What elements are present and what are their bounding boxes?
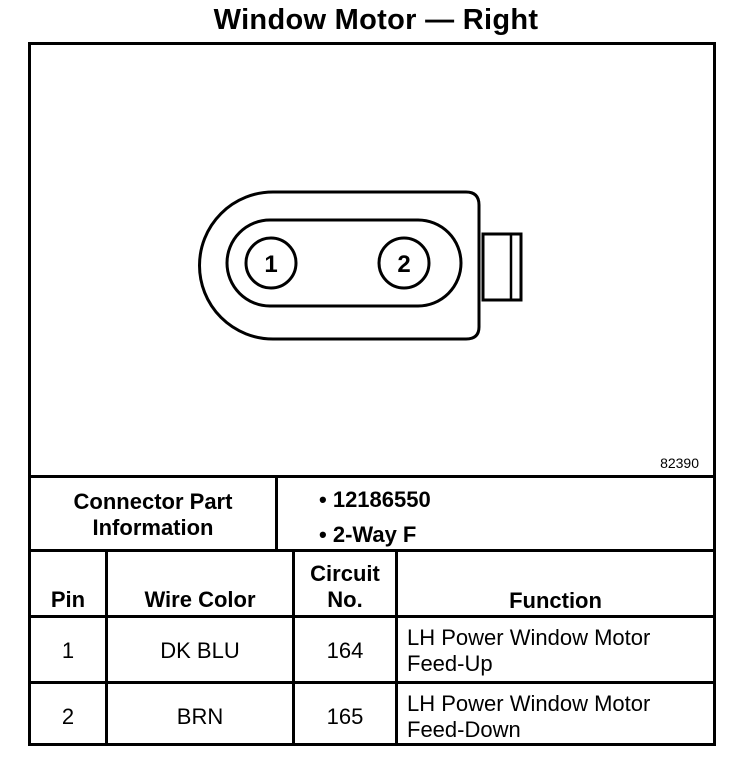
connector-type: 2-Way F [319,522,417,548]
divider-top [31,475,713,478]
page-title: Window Motor — Right [213,4,539,36]
connector-latch-tab [481,232,523,302]
header-pin: Pin [50,587,86,612]
connector-info-label: Connector Part Information [73,489,233,540]
divider-info [31,549,713,552]
pin-2-label: 2 [397,251,410,278]
header-circuit-no: Circuit No. [310,561,380,612]
divider-info-vertical [275,478,278,552]
connector-card: 1 2 82390 Connector Part Information 121… [28,42,716,746]
row-1-wire-color: DK BLU [160,638,240,663]
divider-col-circuit [395,552,398,746]
divider-header [31,615,713,618]
row-2-pin: 2 [61,704,75,729]
row-2-circuit: 165 [326,704,364,729]
row-1-circuit: 164 [326,638,364,663]
pin-1-label: 1 [264,251,277,278]
connector-part-number: 12186550 [319,487,431,513]
connector-drawing: 1 2 [198,190,523,341]
divider-col-wire [292,552,295,746]
header-wire-color: Wire Color [144,587,256,612]
row-2-wire-color: BRN [176,704,224,729]
pin-2-circle [377,236,431,290]
connector-diagram: 1 2 82390 [31,45,713,478]
row-1-pin: 1 [61,638,75,663]
divider-col-pin [105,552,108,746]
divider-row [31,681,713,684]
pin-1-circle [244,236,298,290]
row-2-function: LH Power Window Motor Feed-Down [407,691,651,742]
row-1-function: LH Power Window Motor Feed-Up [407,625,651,676]
header-function: Function [509,588,602,613]
figure-number: 82390 [660,455,699,471]
